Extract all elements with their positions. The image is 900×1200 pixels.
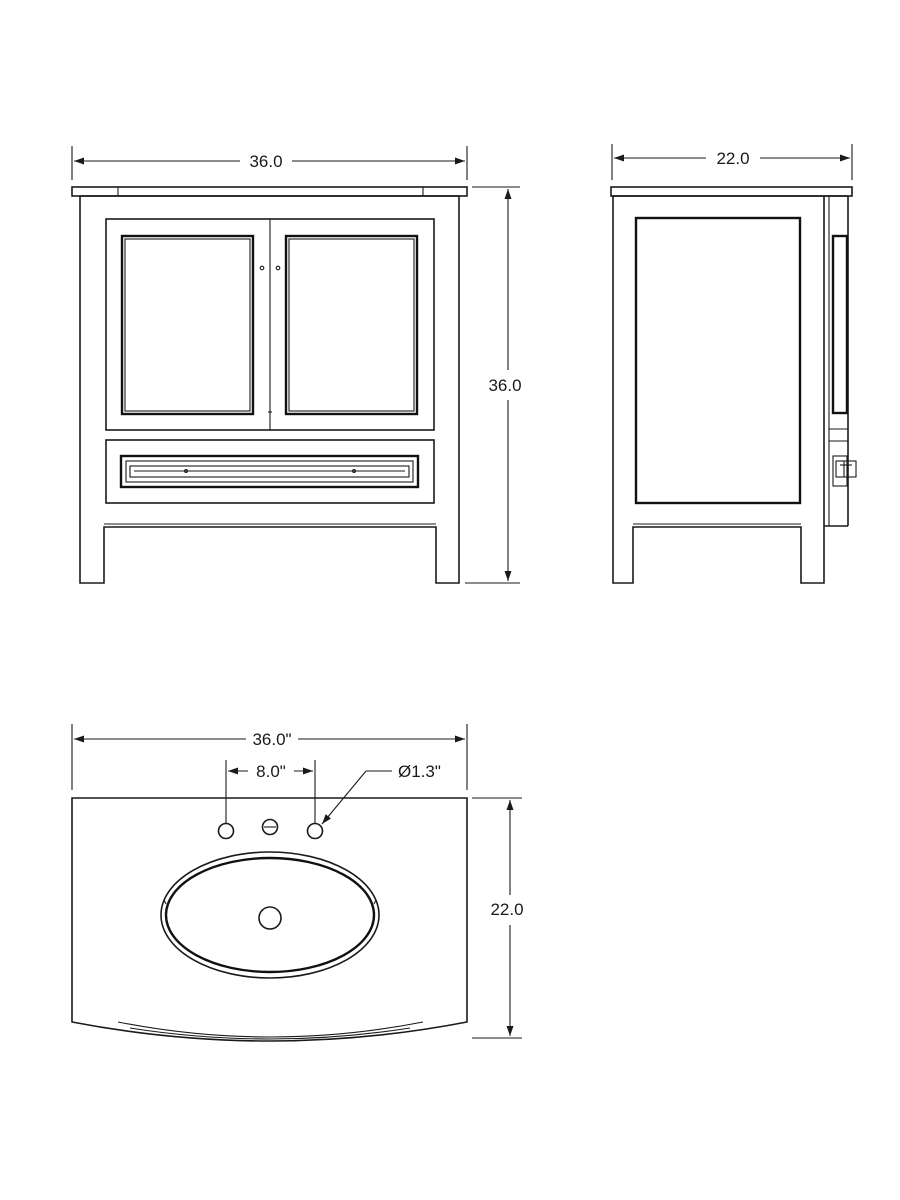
sink-drain-icon [258,906,282,930]
front-countertop [71,186,468,197]
right-door-knob-icon [275,265,281,271]
top-countertop-outline [71,797,468,1042]
side-depth-dimension: 22.0 [611,144,853,180]
left-door-panel [120,234,255,416]
front-view: 36.0 [71,146,522,584]
oval-sink-bowl [164,856,376,974]
oval-sink-rim [160,851,380,979]
top-width-dimension: 36.0" [71,724,468,790]
front-height-label: 36.0 [488,376,521,395]
faucet-hole-right-icon [306,822,324,840]
side-cabinet-body [612,195,825,584]
side-view: 22.0 [610,144,857,584]
right-door-panel [284,234,419,416]
hole-diameter-callout: Ø1.3" [321,762,441,825]
front-width-label: 36.0 [249,152,282,171]
side-countertop [610,186,853,197]
drawer-pull-handle [129,465,410,478]
side-drawer-pull-icon [835,460,857,478]
faucet-spacing-dimension: 8.0" [225,760,316,824]
faucet-hole-center-icon [261,818,279,836]
top-depth-label: 22.0 [490,900,523,919]
faucet-hole-left-icon [217,822,235,840]
front-cabinet-body [79,195,460,584]
top-width-label: 36.0" [252,730,291,749]
hole-diameter-label: Ø1.3" [398,762,441,781]
top-view: 36.0" 8.0" Ø1.3" [71,724,524,1042]
faucet-spacing-label: 8.0" [256,762,286,781]
top-depth-dimension: 22.0 [472,797,524,1039]
side-depth-label: 22.0 [716,149,749,168]
left-door-knob-icon [259,265,265,271]
side-panel [634,216,802,505]
front-drawer [105,439,435,504]
front-height-dimension: 36.0 [465,186,522,584]
front-width-dimension: 36.0 [71,146,468,180]
